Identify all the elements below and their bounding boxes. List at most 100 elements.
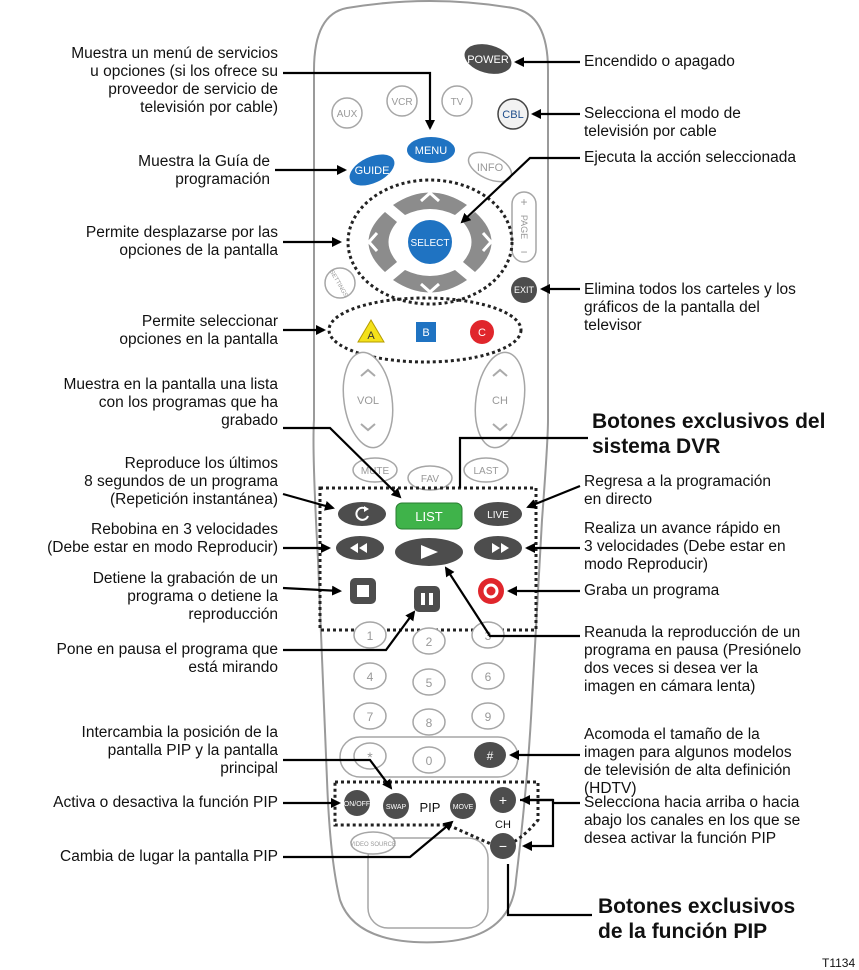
digit-8-button[interactable]: 8 xyxy=(412,708,446,736)
menu-description: Muestra un menú de servicios u opciones … xyxy=(71,45,278,116)
svg-text:9: 9 xyxy=(485,710,492,724)
last-button[interactable]: LAST xyxy=(463,457,509,483)
svg-text:LIST: LIST xyxy=(415,509,443,524)
navigation-pad: SELECT xyxy=(346,178,514,306)
play-description: Reanuda la reproducción de un programa e… xyxy=(584,624,802,695)
pip-label: PIP xyxy=(420,800,441,815)
rewind-description: Rebobina en 3 velocidades (Debe estar en… xyxy=(47,521,278,556)
arrows-description: Permite desplazarse por las opciones de … xyxy=(85,224,278,259)
svg-text:VCR: VCR xyxy=(391,97,412,108)
a-button[interactable]: A xyxy=(357,319,385,343)
digit-2-button[interactable]: 2 xyxy=(412,627,446,655)
svg-text:*: * xyxy=(367,749,373,765)
guide-description: Muestra la Guía de programación xyxy=(138,153,270,188)
pause-description: Pone en pausa el programa que está miran… xyxy=(56,641,278,676)
guide-button[interactable]: GUIDE xyxy=(345,148,399,192)
up-arrow-button[interactable] xyxy=(393,192,467,216)
page-rocker[interactable]: + PAGE − xyxy=(511,191,537,263)
svg-text:0: 0 xyxy=(426,754,433,768)
star-button[interactable]: * xyxy=(353,742,387,770)
svg-text:A: A xyxy=(367,330,375,342)
exit-description: Elimina todos los carteles y los gráfico… xyxy=(584,281,796,334)
menu-button[interactable]: MENU xyxy=(407,137,455,163)
svg-text:6: 6 xyxy=(485,670,492,684)
svg-text:MOVE: MOVE xyxy=(453,804,474,811)
zero-button[interactable]: 0 xyxy=(412,746,446,774)
b-button[interactable]: B xyxy=(416,322,436,342)
svg-text:VIDEO SOURCE: VIDEO SOURCE xyxy=(350,842,396,848)
bottom-panel xyxy=(367,837,489,929)
digit-9-button[interactable]: 9 xyxy=(471,702,505,730)
abc-description: Permite seleccionar opciones en la panta… xyxy=(119,313,278,348)
live-description: Regresa a la programación en directo xyxy=(584,473,771,508)
vol-rocker[interactable]: VOL xyxy=(338,349,399,451)
exit-button[interactable]: EXIT xyxy=(511,277,537,303)
svg-text:POWER: POWER xyxy=(467,54,509,66)
record-button[interactable] xyxy=(478,578,504,604)
pip-move-button[interactable]: MOVE xyxy=(450,793,476,819)
pip-ch-plus-button[interactable]: + xyxy=(490,787,516,813)
svg-text:+: + xyxy=(499,792,507,808)
pip-ch-minus-button[interactable]: − xyxy=(490,833,516,859)
pip-section-title: Botones exclusivos de la función PIP xyxy=(598,895,796,943)
rewind-button[interactable] xyxy=(336,536,384,560)
select-button[interactable]: SELECT xyxy=(408,220,452,264)
list-button[interactable]: LIST xyxy=(395,502,463,530)
replay-button[interactable] xyxy=(338,502,386,526)
svg-text:−: − xyxy=(520,245,527,259)
svg-text:CH: CH xyxy=(492,395,508,407)
digit-4-button[interactable]: 4 xyxy=(353,662,387,690)
digit-6-button[interactable]: 6 xyxy=(471,662,505,690)
svg-text:4: 4 xyxy=(367,670,374,684)
left-arrow-button[interactable] xyxy=(368,212,398,272)
svg-text:TV: TV xyxy=(451,97,464,108)
ch-rocker[interactable]: CH xyxy=(470,349,531,451)
svg-text:#: # xyxy=(487,749,494,763)
power-button[interactable]: POWER xyxy=(461,39,515,78)
mute-button[interactable]: MUTE xyxy=(352,457,398,483)
vcr-button[interactable]: VCR xyxy=(386,85,418,117)
svg-text:2: 2 xyxy=(426,635,433,649)
svg-text:B: B xyxy=(422,327,429,339)
pause-button[interactable] xyxy=(414,586,440,612)
hash-button[interactable]: # xyxy=(474,742,506,768)
svg-text:CBL: CBL xyxy=(502,109,523,121)
stop-button[interactable] xyxy=(350,578,376,604)
svg-text:7: 7 xyxy=(367,710,374,724)
onoff-description: Activa o desactiva la función PIP xyxy=(53,794,278,811)
stop-description: Detiene la grabación de un programa o de… xyxy=(92,570,278,623)
video-source-button[interactable]: VIDEO SOURCE xyxy=(350,831,396,855)
digit-7-button[interactable]: 7 xyxy=(353,702,387,730)
tv-button[interactable]: TV xyxy=(441,85,473,117)
fav-button[interactable]: FAV xyxy=(407,465,453,491)
ff-description: Realiza un avance rápido en 3 velocidade… xyxy=(584,520,786,573)
svg-text:INFO: INFO xyxy=(477,162,504,174)
svg-text:FAV: FAV xyxy=(421,474,439,485)
play-button[interactable] xyxy=(395,538,463,566)
aux-button[interactable]: AUX xyxy=(331,97,363,129)
down-arrow-button[interactable] xyxy=(393,270,467,293)
cbl-button[interactable]: CBL xyxy=(497,98,529,130)
c-button[interactable]: C xyxy=(470,320,494,344)
svg-text:−: − xyxy=(499,838,507,854)
svg-text:+: + xyxy=(520,195,527,209)
svg-text:8: 8 xyxy=(426,716,433,730)
svg-text:SWAP: SWAP xyxy=(386,804,407,811)
settings-button[interactable]: SETTINGS xyxy=(324,267,356,299)
svg-text:EXIT: EXIT xyxy=(514,285,535,295)
svg-text:AUX: AUX xyxy=(337,109,358,120)
move-description: Cambia de lugar la pantalla PIP xyxy=(60,848,278,865)
live-button[interactable]: LIVE xyxy=(474,502,522,526)
swap-description: Intercambia la posición de la pantalla P… xyxy=(81,724,278,777)
replay-description: Reproduce los últimos 8 segundos de un p… xyxy=(84,455,278,508)
right-arrow-button[interactable] xyxy=(463,212,492,272)
info-button[interactable]: INFO xyxy=(464,146,516,187)
abc-group-outline xyxy=(327,296,523,364)
digit-1-button[interactable]: 1 xyxy=(353,621,387,649)
pip-onoff-button[interactable]: ON/OFF xyxy=(344,790,370,816)
digit-5-button[interactable]: 5 xyxy=(412,668,446,696)
pip-swap-button[interactable]: SWAP xyxy=(383,793,409,819)
fast-forward-button[interactable] xyxy=(474,536,522,560)
